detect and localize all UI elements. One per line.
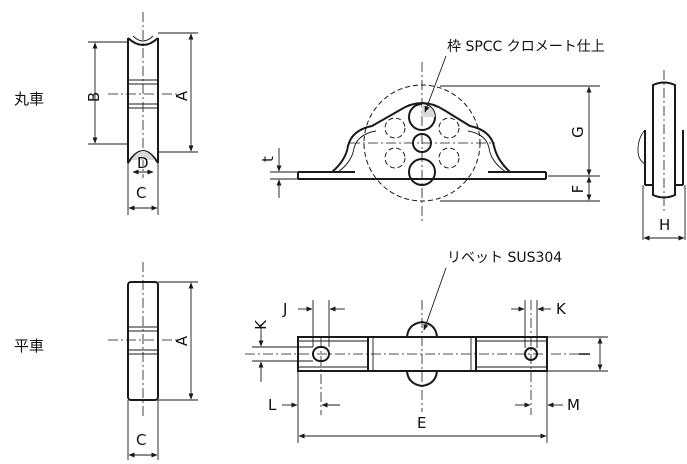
dim-label-m: M <box>567 396 580 414</box>
round-wheel-side-view: B A D C <box>85 12 198 215</box>
dim-label-h: H <box>659 216 670 234</box>
dim-label-c-round: C <box>136 184 146 202</box>
dim-label-l: L <box>268 396 277 414</box>
dim-label-g: G <box>569 126 587 138</box>
flat-wheel-top-view: リベット SUS304 J K K I L M <box>245 250 608 443</box>
dim-label-b: B <box>85 92 103 102</box>
dim-label-a-flat: A <box>173 335 191 346</box>
title-flat-wheel: 平車 <box>14 337 44 355</box>
round-wheel-end-view: H <box>637 70 686 241</box>
dim-label-f: F <box>569 185 587 194</box>
round-wheel-front-view: 枠 SPCC クロメート仕上 G F t <box>259 39 605 222</box>
dim-label-i: I <box>576 352 594 356</box>
flat-wheel-side-view: A C <box>108 262 198 460</box>
dim-label-d: D <box>137 154 149 172</box>
note-rivet-material: リベット SUS304 <box>447 250 562 266</box>
dim-label-a-round: A <box>173 90 191 101</box>
dim-label-j: J <box>282 300 287 318</box>
dim-label-k-left: K <box>252 319 270 330</box>
dim-label-c-flat: C <box>136 431 146 449</box>
title-round-wheel: 丸車 <box>14 90 44 108</box>
dim-label-k-right: K <box>556 300 567 318</box>
note-frame-material: 枠 SPCC クロメート仕上 <box>447 39 605 55</box>
dim-label-e: E <box>417 414 426 432</box>
dim-label-t: t <box>259 156 277 162</box>
